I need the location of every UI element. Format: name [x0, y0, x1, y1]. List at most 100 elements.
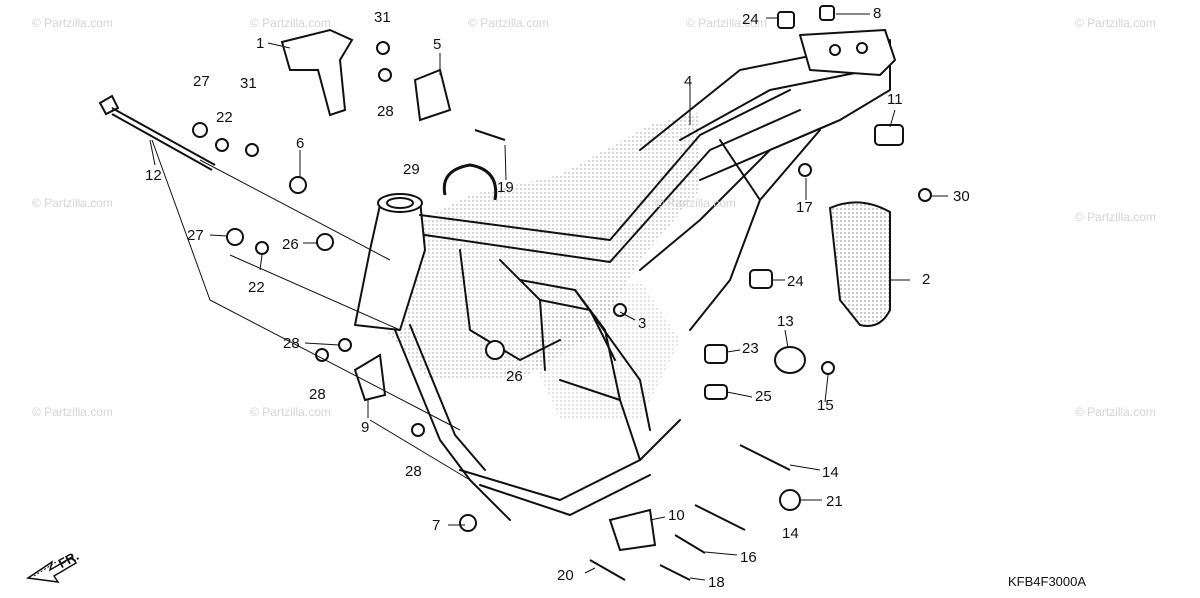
callout-31-upper[interactable]: 31	[374, 9, 391, 26]
watermark: © Partzilla.com	[1075, 210, 1156, 224]
part-31-bolt-lower	[245, 143, 259, 157]
watermark: © Partzilla.com	[32, 16, 113, 30]
callout-18[interactable]: 18	[708, 574, 725, 591]
part-31-bolt-upper	[376, 41, 390, 55]
callout-9[interactable]: 9	[361, 419, 370, 436]
part-28-nut-a	[378, 68, 392, 82]
watermark: © Partzilla.com	[32, 196, 113, 210]
watermark: © Partzilla.com	[250, 405, 331, 419]
part-1-bracket	[280, 28, 354, 117]
diagram-code: KFB4F3000A	[1008, 574, 1087, 589]
callout-21[interactable]: 21	[826, 493, 843, 510]
part-23-clip	[704, 344, 728, 364]
callout-27-upper[interactable]: 27	[193, 73, 210, 90]
part-3-grommet	[613, 303, 627, 317]
watermark: © Partzilla.com	[468, 16, 549, 30]
part-2-mudguard	[828, 201, 891, 327]
callout-26-lower[interactable]: 26	[506, 368, 523, 385]
callout-14-upper[interactable]: 14	[822, 464, 839, 481]
callout-13[interactable]: 13	[777, 313, 794, 330]
callout-25[interactable]: 25	[755, 388, 772, 405]
seat-plate	[799, 29, 896, 76]
shaded-region	[380, 112, 700, 380]
part-16-bolt	[674, 534, 706, 554]
part-22-washer-upper	[215, 138, 229, 152]
part-25-clip	[704, 384, 728, 400]
part-8-nut	[819, 5, 835, 21]
part-17-bolt	[798, 163, 812, 177]
callout-17[interactable]: 17	[796, 199, 813, 216]
callout-19[interactable]: 19	[497, 179, 514, 196]
watermark: © Partzilla.com	[1075, 16, 1156, 30]
callout-31-lower[interactable]: 31	[240, 75, 257, 92]
part-14-bolt-upper	[739, 444, 791, 471]
callout-28-b[interactable]: 28	[283, 335, 300, 352]
watermark: © Partzilla.com	[686, 16, 767, 30]
part-12-bolt	[98, 94, 216, 171]
part-14-bolt-lower	[694, 504, 746, 531]
callout-22-upper[interactable]: 22	[216, 109, 233, 126]
watermark: © Partzilla.com	[655, 196, 736, 210]
callout-24-lower[interactable]: 24	[787, 273, 804, 290]
callout-27-lower[interactable]: 27	[187, 227, 204, 244]
part-21-nut	[779, 489, 801, 511]
callout-4[interactable]: 4	[684, 73, 693, 90]
rear-subframe	[639, 39, 891, 271]
callout-8[interactable]: 8	[873, 5, 882, 22]
callout-6[interactable]: 6	[296, 135, 305, 152]
callout-15[interactable]: 15	[817, 397, 834, 414]
front-direction-arrow-icon	[25, 555, 78, 583]
part-27-nut-upper	[192, 122, 208, 138]
part-24-clip-lower	[749, 269, 773, 289]
callout-2[interactable]: 2	[922, 271, 931, 288]
callout-28-c[interactable]: 28	[309, 386, 326, 403]
main-tube-top	[419, 89, 791, 241]
callout-12[interactable]: 12	[145, 167, 162, 184]
callout-7[interactable]: 7	[432, 517, 441, 534]
part-28-nut-b	[338, 338, 352, 352]
part-7-collar	[459, 514, 477, 532]
callout-24-upper[interactable]: 24	[742, 11, 759, 28]
callout-23[interactable]: 23	[742, 340, 759, 357]
callout-22-lower[interactable]: 22	[248, 279, 265, 296]
watermark: © Partzilla.com	[32, 405, 113, 419]
part-20-bolt	[589, 559, 626, 581]
down-tube-left	[394, 329, 511, 521]
part-30-bolt	[918, 188, 932, 202]
part-26-clip-lower	[485, 340, 505, 360]
part-28-nut-c	[315, 348, 329, 362]
part-19-bolt	[474, 129, 506, 141]
callout-26-upper[interactable]: 26	[282, 236, 299, 253]
part-11-latch	[874, 124, 904, 146]
callout-3[interactable]: 3	[638, 315, 647, 332]
callout-20[interactable]: 20	[557, 567, 574, 584]
callout-30[interactable]: 30	[953, 188, 970, 205]
part-5-bracket	[413, 68, 452, 122]
callout-28-a[interactable]: 28	[377, 103, 394, 120]
part-22-washer-lower	[255, 241, 269, 255]
watermark: © Partzilla.com	[1075, 405, 1156, 419]
part-27-nut-lower	[226, 228, 244, 246]
part-6-bracket	[289, 176, 307, 194]
part-10-bracket	[608, 508, 657, 552]
callout-14-lower[interactable]: 14	[782, 525, 799, 542]
watermark: © Partzilla.com	[250, 16, 331, 30]
part-15-bolt	[821, 361, 835, 375]
part-29-clip	[442, 163, 498, 201]
callout-28-d[interactable]: 28	[405, 463, 422, 480]
part-13-rubber	[774, 346, 806, 374]
bottom-cradle	[459, 419, 681, 501]
callout-29[interactable]: 29	[403, 161, 420, 178]
part-26-clip-upper	[316, 233, 334, 251]
part-18-bolt	[659, 564, 691, 581]
callout-11[interactable]: 11	[887, 91, 903, 108]
part-24-clip-upper	[777, 11, 795, 29]
callout-5[interactable]: 5	[433, 36, 442, 53]
callout-16[interactable]: 16	[740, 549, 757, 566]
callout-10[interactable]: 10	[668, 507, 685, 524]
callout-1[interactable]: 1	[256, 35, 265, 52]
head-pipe-top	[377, 193, 423, 213]
part-9-bracket	[353, 353, 387, 402]
